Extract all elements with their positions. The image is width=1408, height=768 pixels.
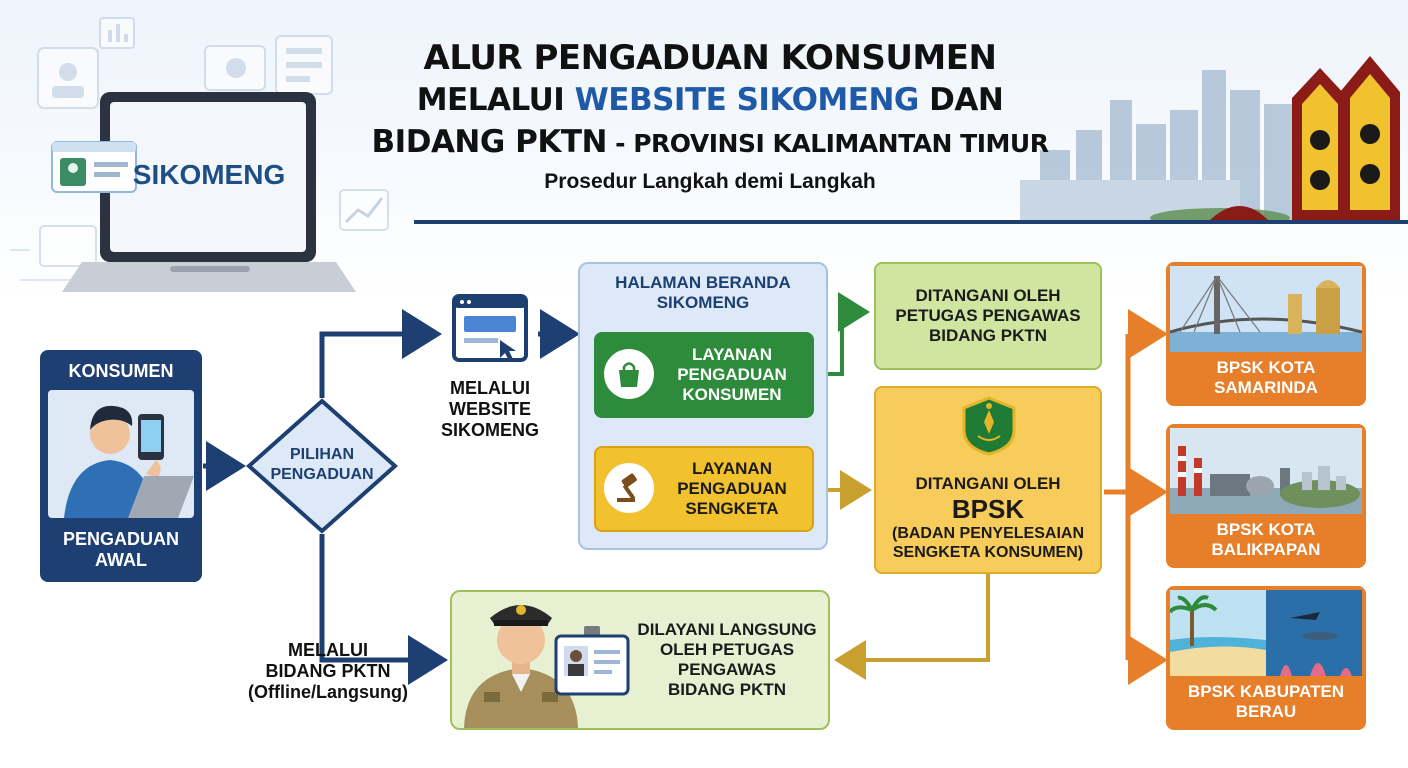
konsumen-card: KONSUMEN PENGADUAN AWAL (40, 350, 202, 582)
beranda-title: HALAMAN BERANDA SIKOMENG (580, 270, 826, 316)
page-subtitle: Prosedur Langkah demi Langkah (544, 170, 876, 193)
website-path-line3: SIKOMENG (440, 419, 539, 440)
konsumen-footer-line2: AWAL (95, 550, 147, 570)
id-card-icon (554, 626, 630, 696)
dayak-ornament-icon (1208, 56, 1400, 222)
layanan-konsumen-label: LAYANAN PENGADUAN KONSUMEN (654, 338, 810, 412)
officer-icon (464, 605, 578, 728)
laptop-screen-label: SIKOMENG (132, 159, 286, 190)
pilihan-diamond (246, 398, 398, 534)
dilayani-line3: PENGAWAS (677, 660, 777, 679)
kaltim-emblem-icon (962, 396, 1016, 456)
laptop-icon (62, 92, 356, 292)
samarinda-label: BPSK KOTA SAMARINDA (1166, 354, 1366, 402)
konsumen-footer: PENGADUAN AWAL (40, 526, 202, 574)
bpsk-box-line1: DITANGANI OLEH (915, 474, 1061, 493)
samarinda-line1: BPSK KOTA (1216, 358, 1316, 377)
bpsk-samarinda-card[interactable]: BPSK KOTA SAMARINDA (1166, 262, 1366, 406)
beranda-title-line1: HALAMAN BERANDA (615, 273, 791, 292)
browser-window-icon (452, 294, 528, 362)
arrow-bpsk-to-dilayani (834, 574, 990, 680)
profile-card-icon (51, 141, 137, 193)
page-title-line2: MELALUI WEBSITE SIKOMENG DAN (416, 82, 1004, 118)
person-with-phone-icon (64, 405, 194, 518)
dilayani-line2: OLEH PETUGAS (659, 640, 795, 659)
ditangani-bpsk-box: DITANGANI OLEH BPSK (BADAN PENYELESAIAN … (874, 386, 1102, 574)
header-divider (414, 220, 1408, 224)
pilihan-line2: PENGADUAN (270, 466, 374, 483)
bpsk-balikpapan-card[interactable]: BPSK KOTA BALIKPAPAN (1166, 424, 1366, 568)
bpsk-box-title: BPSK (951, 494, 1025, 524)
layanan-pengaduan-sengketa-button[interactable]: LAYANAN PENGADUAN SENGKETA (594, 446, 814, 532)
bidang-path-label: MELALUI BIDANG PKTN (Offline/Langsung) (236, 638, 420, 704)
bpsk-box-text: DITANGANI OLEH BPSK (BADAN PENYELESAIAN … (876, 470, 1100, 566)
layanan-konsumen-line3: KONSUMEN (682, 385, 782, 404)
pktn-box-line3: BIDANG PKTN (928, 326, 1048, 345)
berau-beach-illustration (1170, 590, 1362, 676)
balikpapan-line2: BALIKPAPAN (1211, 540, 1321, 559)
bidang-path-line2: BIDANG PKTN (265, 660, 391, 681)
balikpapan-line1: BPSK KOTA (1216, 520, 1316, 539)
page-title-line3: BIDANG PKTN - PROVINSI KALIMANTAN TIMUR (371, 124, 1049, 160)
gavel-icon (604, 463, 654, 513)
city-skyline-illustration (1020, 56, 1400, 222)
page-title-line1: ALUR PENGADUAN KONSUMEN (423, 38, 997, 78)
balikpapan-label: BPSK KOTA BALIKPAPAN (1166, 516, 1366, 564)
layanan-sengketa-line1: LAYANAN (692, 459, 772, 478)
konsumen-illustration (48, 390, 194, 518)
website-path-line1: MELALUI (450, 377, 530, 398)
dilayani-line4: BIDANG PKTN (667, 680, 787, 699)
konsumen-footer-line1: PENGADUAN (62, 529, 179, 549)
arrow-to-pktn (815, 292, 870, 376)
beranda-title-line2: SIKOMENG (656, 293, 750, 312)
layanan-konsumen-line1: LAYANAN (692, 345, 772, 364)
dilayani-langsung-box: DILAYANI LANGSUNG OLEH PETUGAS PENGAWAS … (450, 590, 830, 730)
layanan-konsumen-line2: PENGADUAN (677, 365, 787, 384)
pilihan-line1: PILIHAN (290, 446, 354, 463)
samarinda-bridge-illustration (1170, 266, 1362, 352)
balikpapan-refinery-illustration (1170, 428, 1362, 514)
berau-label: BPSK KABUPATEN BERAU (1166, 678, 1366, 726)
layanan-sengketa-line3: SENGKETA (685, 499, 779, 518)
arrow-pilihan-to-website (319, 309, 442, 398)
pktn-box-line2: PETUGAS PENGAWAS (895, 306, 1081, 325)
arrow-pilihan-to-bidang (319, 534, 448, 685)
pilihan-label: PILIHAN PENGADUAN (258, 440, 386, 490)
dilayani-label: DILAYANI LANGSUNG OLEH PETUGAS PENGAWAS … (632, 606, 822, 714)
bpsk-box-line3: (BADAN PENYELESAIAN (891, 525, 1084, 542)
bidang-path-line1: MELALUI (288, 639, 368, 660)
layanan-sengketa-label: LAYANAN PENGADUAN SENGKETA (654, 452, 810, 526)
berau-line2: BERAU (1235, 702, 1297, 721)
pktn-box-line1: DITANGANI OLEH (915, 286, 1061, 305)
ditangani-pktn-box: DITANGANI OLEH PETUGAS PENGAWAS BIDANG P… (874, 262, 1102, 370)
website-path-label: MELALUI WEBSITE SIKOMENG (420, 376, 560, 442)
bidang-path-line3: (Offline/Langsung) (248, 681, 408, 702)
samarinda-line2: SAMARINDA (1214, 378, 1318, 397)
header-illustration (10, 17, 389, 292)
shopping-bag-icon (604, 349, 654, 399)
bpsk-box-line4: SENGKETA KONSUMEN) (892, 544, 1084, 561)
layanan-pengaduan-konsumen-button[interactable]: LAYANAN PENGADUAN KONSUMEN (594, 332, 814, 418)
bpsk-berau-card[interactable]: BPSK KABUPATEN BERAU (1166, 586, 1366, 730)
website-path-line2: WEBSITE (448, 398, 531, 419)
konsumen-title: KONSUMEN (68, 360, 174, 381)
layanan-sengketa-line2: PENGADUAN (677, 479, 787, 498)
berau-line1: BPSK KABUPATEN (1187, 682, 1345, 701)
dilayani-line1: DILAYANI LANGSUNG (637, 620, 817, 639)
